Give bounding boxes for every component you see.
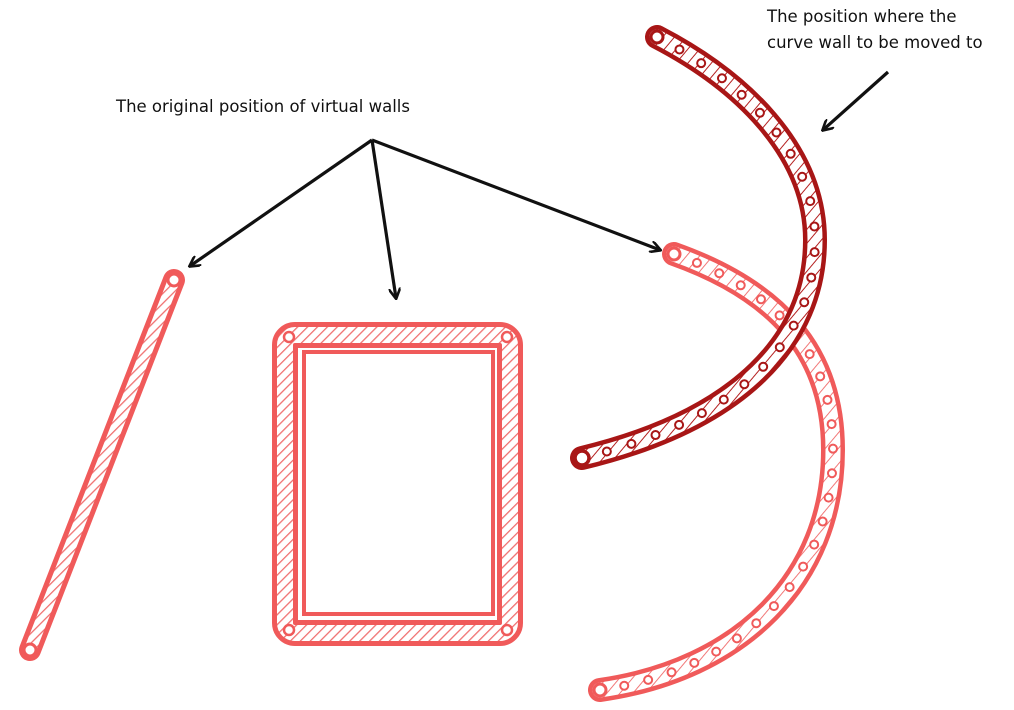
original-position-label: The original position of virtual walls xyxy=(116,97,410,116)
target-position-label: The position where the curve wall to be … xyxy=(767,4,983,57)
wall-anchor-dot xyxy=(826,468,837,479)
wall-anchor-dot xyxy=(805,196,816,207)
wall-anchor-dot xyxy=(784,582,795,593)
wall-anchor-dot xyxy=(826,419,837,430)
wall-anchor-dot xyxy=(696,408,707,419)
wall-anchor-dot xyxy=(689,657,700,668)
wall-anchor-dot xyxy=(691,257,702,268)
arrows xyxy=(190,70,890,298)
wall-anchor-dot xyxy=(785,148,796,159)
wall-anchor-dot xyxy=(788,320,799,331)
wall-anchor-dot xyxy=(827,443,838,454)
wall-anchor-dot xyxy=(751,618,762,629)
wall-anchor-dot xyxy=(735,280,746,291)
wall-anchor-dot xyxy=(736,89,747,100)
wall-anchor-dot xyxy=(718,394,729,405)
arrow-to-curve-wall-target xyxy=(823,70,890,130)
wall-anchor-dot xyxy=(798,561,809,572)
wall-anchor-dot xyxy=(774,342,785,353)
curve-wall-target xyxy=(570,25,828,470)
wall-anchor-dot xyxy=(815,371,826,382)
wall-anchor-dot xyxy=(674,419,685,430)
wall-anchor-dot xyxy=(619,680,630,691)
wall-anchor-dot xyxy=(823,492,834,503)
curve-wall-original xyxy=(588,242,846,702)
wall-anchor-dot xyxy=(696,58,707,69)
target-position-label-line1: The position where the xyxy=(767,7,957,26)
wall-anchor-dot xyxy=(754,107,765,118)
straight-wall xyxy=(19,269,185,661)
wall-anchor-dot xyxy=(739,379,750,390)
wall-anchor-dot xyxy=(771,127,782,138)
wall-anchor-dot xyxy=(817,516,828,527)
rectangular-wall xyxy=(272,322,523,646)
wall-anchor-dot xyxy=(716,73,727,84)
wall-anchor-dot xyxy=(804,349,815,360)
wall-anchor-dot xyxy=(822,394,833,405)
wall-anchor-dot xyxy=(799,297,810,308)
wall-anchor-dot xyxy=(626,438,637,449)
wall-anchor-dot xyxy=(666,667,677,678)
wall-anchor-dot xyxy=(601,446,612,457)
wall-anchor-dot xyxy=(797,171,808,182)
arrow-to-curve-wall-original xyxy=(371,138,660,250)
wall-anchor-dot xyxy=(643,674,654,685)
target-position-label-line2: curve wall to be moved to xyxy=(767,33,983,53)
wall-anchor-dot xyxy=(711,646,722,657)
wall-anchor-dot xyxy=(755,294,766,305)
wall-anchor-dot xyxy=(768,601,779,612)
arrow-to-straight-wall xyxy=(190,138,373,266)
wall-anchor-dot xyxy=(809,247,820,258)
wall-anchor-dot xyxy=(758,361,769,372)
wall-anchor-dot xyxy=(731,633,742,644)
wall-anchor-dot xyxy=(809,539,820,550)
arrow-to-rectangular-wall xyxy=(370,139,396,298)
wall-anchor-dot xyxy=(806,272,817,283)
wall-anchor-dot xyxy=(774,310,785,321)
wall-anchor-dot xyxy=(714,268,725,279)
wall-anchor-dot xyxy=(650,430,661,441)
wall-anchor-dot xyxy=(674,44,685,55)
wall-anchor-dot xyxy=(809,221,820,232)
